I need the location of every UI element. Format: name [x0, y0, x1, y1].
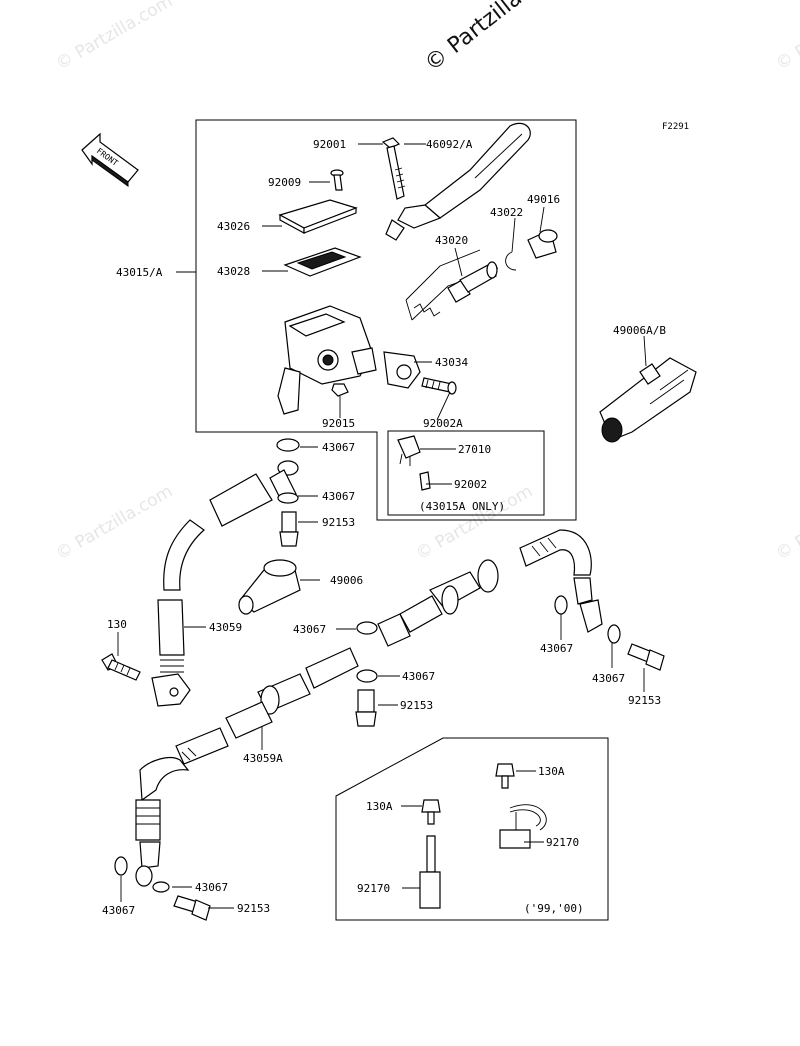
- bolt-130-icon: [101, 653, 141, 681]
- bolt-130a-left-icon: [421, 799, 441, 825]
- union-bolt-icon: [279, 511, 299, 547]
- callout-43067: 43067: [322, 490, 355, 503]
- bolt-92001-icon: [381, 137, 406, 200]
- callout-92015: 92015: [322, 417, 355, 430]
- boot-49016-icon: [527, 229, 558, 259]
- brake-hose-43059a-icon: [135, 529, 603, 887]
- callout-43028: 43028: [217, 265, 250, 278]
- bracket-92170-left-icon: [419, 835, 441, 909]
- callout-43020: 43020: [435, 234, 468, 247]
- screw-92009-icon: [330, 169, 344, 191]
- callout-43034: 43034: [435, 356, 468, 369]
- callout-43067: 43067: [402, 670, 435, 683]
- callout-130a: 130A: [366, 800, 393, 813]
- callout-43059: 43059: [209, 621, 242, 634]
- callout-49006: 49006: [330, 574, 363, 587]
- bolt-130a-icon: [495, 763, 515, 789]
- watermark-faint: © Partzilla.com: [413, 481, 537, 564]
- callout-92002a: 92002A: [423, 417, 463, 430]
- master-cylinder-box: [195, 119, 577, 521]
- diaphragm-icon: [283, 247, 362, 277]
- bolt-92002a-icon: [421, 377, 457, 395]
- switch-cover-49006ab-icon: [599, 357, 697, 443]
- callout-49006ab: 49006A/B: [613, 324, 666, 337]
- model-years-note: ('99,'00): [524, 902, 584, 915]
- leader-lines: [117, 143, 647, 909]
- front-arrow-icon: FRONT: [81, 132, 139, 187]
- union-bolt-icon: [355, 689, 377, 727]
- callout-130a: 130A: [538, 765, 565, 778]
- washer-icon: [114, 856, 128, 876]
- watermark-faint: © Partzilla.com: [53, 0, 177, 74]
- bracket-box: [335, 737, 609, 921]
- nut-92015-icon: [331, 383, 349, 397]
- callout-92153: 92153: [322, 516, 355, 529]
- callout-130: 130: [107, 618, 127, 631]
- watermark-faint: © Partzilla.com: [773, 481, 800, 564]
- watermark-faint: © Partzilla.com: [53, 481, 177, 564]
- callout-43059a: 43059A: [243, 752, 283, 765]
- callout-43022: 43022: [490, 206, 523, 219]
- washer-icon: [356, 669, 378, 683]
- callout-43067: 43067: [102, 904, 135, 917]
- union-bolt-icon: [627, 643, 665, 671]
- callout-43067: 43067: [540, 642, 573, 655]
- callout-49016: 49016: [527, 193, 560, 206]
- callout-43067: 43067: [592, 672, 625, 685]
- union-bolt-icon: [173, 895, 211, 921]
- master-cylinder-body-icon: [277, 305, 377, 415]
- callout-92153: 92153: [400, 699, 433, 712]
- washer-icon: [277, 492, 299, 504]
- callout-92009: 92009: [268, 176, 301, 189]
- callout-92153: 92153: [628, 694, 661, 707]
- figure-id: F2291: [662, 122, 689, 132]
- callout-43015a: 43015/A: [116, 266, 163, 279]
- callout-92001: 92001: [313, 138, 346, 151]
- callout-43067: 43067: [195, 881, 228, 894]
- watermark-main: © Partzilla: [420, 0, 527, 77]
- brake-lever-icon: [385, 122, 531, 241]
- callout-27010: 27010: [458, 443, 491, 456]
- callout-43067: 43067: [322, 441, 355, 454]
- callout-46092a: 46092/A: [426, 138, 473, 151]
- callout-92153: 92153: [237, 902, 270, 915]
- switch-box-note: (43015A ONLY): [419, 500, 505, 513]
- bracket-92170-right-icon: [499, 804, 547, 849]
- washer-icon: [356, 621, 378, 635]
- callout-92002: 92002: [454, 478, 487, 491]
- watermark-faint: © Partzilla.com: [773, 0, 800, 74]
- cover-49006-icon: [238, 559, 301, 615]
- clamp-icon: [383, 351, 421, 389]
- piston-kit-icon: [405, 249, 499, 321]
- circlip-icon: [505, 251, 517, 271]
- callout-43026: 43026: [217, 220, 250, 233]
- callout-43067: 43067: [293, 623, 326, 636]
- callout-92170: 92170: [546, 836, 579, 849]
- brake-hose-43059-icon: [151, 438, 300, 707]
- washer-icon: [152, 881, 170, 893]
- washer-icon: [607, 624, 621, 644]
- brake-switch-icon: [397, 435, 431, 491]
- switch-subbox: [387, 430, 545, 516]
- callout-labels: 92001 46092/A 92009 49016 43022 43026 43…: [102, 138, 666, 917]
- callout-92170: 92170: [357, 882, 390, 895]
- washer-icon: [554, 595, 568, 615]
